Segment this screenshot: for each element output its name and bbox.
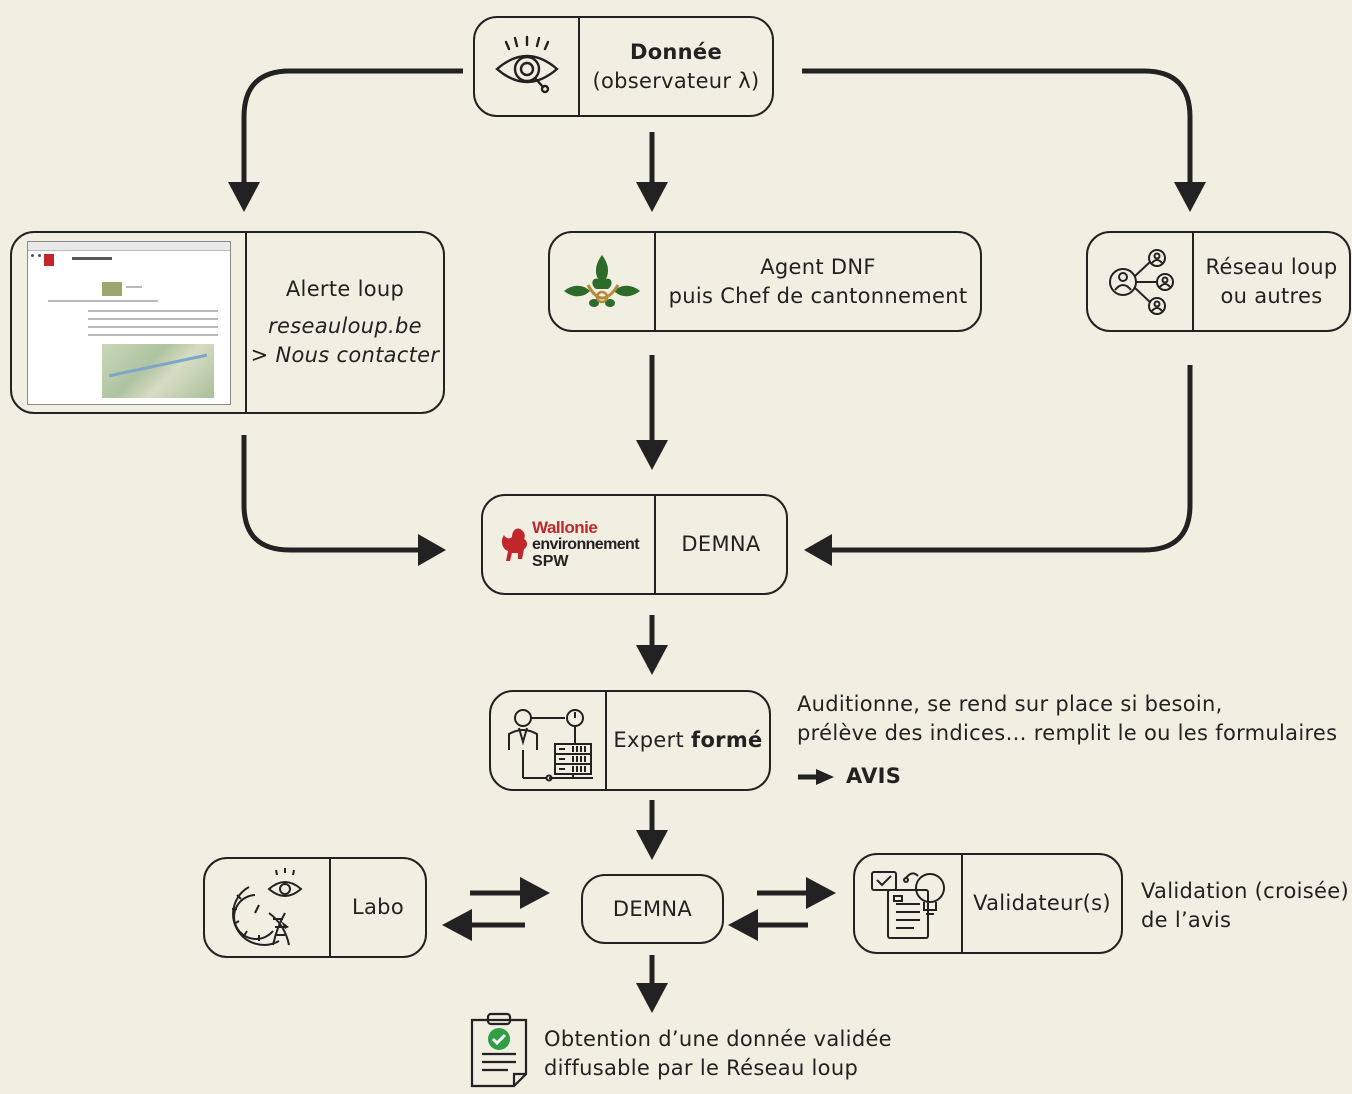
agent-line2: puis Chef de cantonnement — [668, 283, 968, 308]
validation-note-line1: Validation (croisée) — [1141, 879, 1349, 903]
demna-label: DEMNA — [681, 532, 761, 556]
demna-main-box: Wallonie environnement SPW DEMNA — [481, 494, 788, 595]
connector-alerte-demna — [241, 435, 418, 553]
lab-dna-icon — [205, 859, 331, 956]
donnee-title: Donnée — [629, 39, 723, 64]
expert-server-icon — [491, 692, 607, 789]
donnee-subtitle: (observateur λ) — [592, 68, 760, 93]
alerte-loup-box: Alerte loup reseauloup.be > Nous contact… — [10, 231, 445, 414]
reseau-line1: Réseau loup — [1205, 254, 1338, 279]
expert-note-line2: prélève des indices… remplit le ou les f… — [797, 721, 1338, 745]
reseau-loup-box: Réseau loup ou autres — [1086, 231, 1351, 332]
website-screenshot — [12, 233, 247, 412]
avis-label: AVIS — [846, 764, 902, 788]
arrowhead-result-down — [636, 983, 668, 1013]
donnee-box: Donnée (observateur λ) — [473, 16, 774, 117]
arrowhead-demna2-down — [636, 830, 668, 860]
rooster-icon — [501, 527, 528, 561]
demna2-label: DEMNA — [612, 896, 693, 921]
result-line1: Obtention d’une donnée validée — [544, 1027, 892, 1051]
eye-magnifier-icon — [475, 18, 580, 115]
arrowhead-labo-right — [520, 877, 550, 909]
validation-note-line2: de l’avis — [1141, 908, 1232, 932]
arrowhead-validateur-left — [728, 909, 758, 941]
alerte-title: Alerte loup — [285, 277, 405, 301]
clipboard-check-icon — [468, 1010, 530, 1094]
expert-note: Auditionne, se rend sur place si besoin,… — [797, 690, 1347, 748]
labo-label: Labo — [352, 895, 404, 919]
expert-label: Expert — [613, 728, 692, 752]
validation-note: Validation (croisée) de l’avis — [1141, 877, 1351, 935]
oak-horn-icon — [550, 233, 656, 330]
arrowhead-validateur-right — [806, 877, 836, 909]
result-line2: diffusable par le Réseau loup — [544, 1056, 859, 1080]
connector-reseau-demna — [832, 365, 1193, 553]
validateur-box: Validateur(s) — [853, 853, 1123, 954]
expert-box: Expert formé — [489, 690, 771, 791]
demna-secondary-box: DEMNA — [581, 874, 724, 944]
checklist-idea-icon — [855, 855, 963, 952]
network-people-icon — [1088, 233, 1194, 330]
wallonie-environnement-logo: Wallonie environnement SPW — [483, 496, 656, 593]
logo-wallonie: Wallonie — [532, 518, 598, 537]
alerte-link[interactable]: reseauloup.be — [268, 314, 422, 338]
arrowhead-agent-down — [636, 440, 668, 470]
logo-spw: SPW — [532, 553, 569, 570]
logo-environnement: environnement — [532, 536, 639, 553]
arrowhead-expert-down — [636, 645, 668, 675]
expert-note-line1: Auditionne, se rend sur place si besoin, — [797, 692, 1223, 716]
result-text: Obtention d’une donnée validée diffusabl… — [544, 1025, 944, 1083]
arrowhead-reseau-left — [804, 534, 832, 566]
agent-dnf-box: Agent DNF puis Chef de cantonnement — [548, 231, 982, 332]
reseau-line2: ou autres — [1220, 283, 1323, 308]
alerte-contact[interactable]: > Nous contacter — [250, 343, 440, 367]
avis-arrowhead — [816, 769, 834, 785]
connector-top-left — [241, 68, 463, 182]
connector-top-right — [802, 68, 1193, 182]
agent-line1: Agent DNF — [760, 254, 876, 279]
arrowhead-right-down — [1174, 182, 1206, 212]
arrowhead-center-down — [636, 182, 668, 212]
arrowhead-alerte-right — [418, 534, 446, 566]
arrowhead-labo-left — [442, 909, 472, 941]
labo-box: Labo — [203, 857, 427, 958]
expert-label-bold: formé — [691, 728, 763, 752]
validateur-label: Validateur(s) — [973, 891, 1111, 915]
arrowhead-left-down — [228, 182, 260, 212]
